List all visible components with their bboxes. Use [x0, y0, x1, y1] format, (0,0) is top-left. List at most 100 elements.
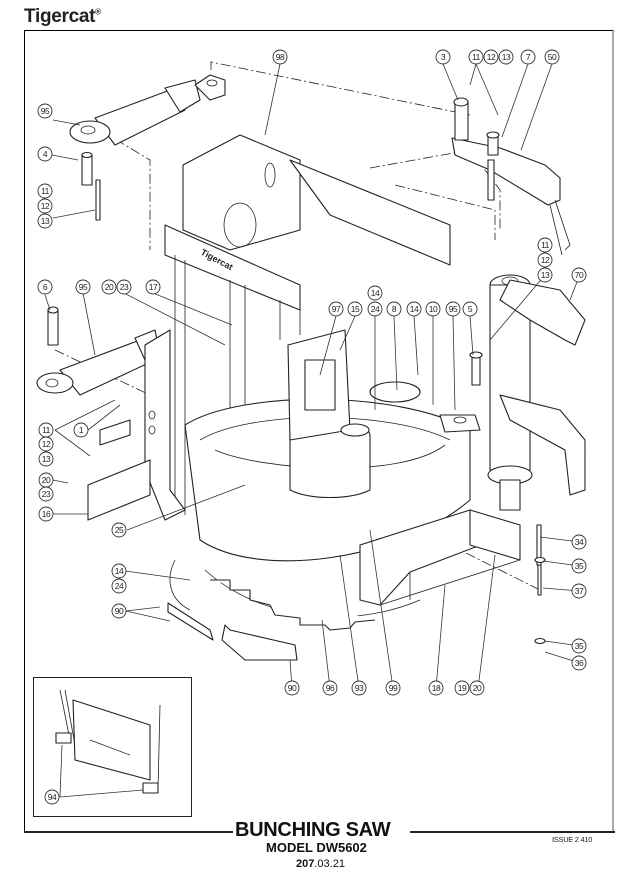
callout-8: 8 [386, 301, 402, 317]
svg-text:37: 37 [575, 586, 584, 596]
svg-text:6: 6 [43, 282, 48, 292]
svg-text:25: 25 [115, 525, 124, 535]
callout-11: 11 [38, 422, 54, 438]
svg-text:10: 10 [429, 304, 438, 314]
side-plate [87, 329, 186, 521]
knives-90 [167, 602, 298, 661]
callout-94: 94 [44, 789, 60, 805]
svg-text:36: 36 [575, 658, 584, 668]
svg-text:98: 98 [276, 52, 285, 62]
svg-text:96: 96 [326, 683, 335, 693]
inset-detail-box [33, 677, 192, 817]
svg-text:90: 90 [115, 606, 124, 616]
callout-14: 14 [367, 285, 383, 301]
callout-6: 6 [37, 279, 53, 295]
callout-36: 36 [571, 655, 587, 671]
svg-text:97: 97 [332, 304, 341, 314]
callout-96: 96 [322, 680, 338, 696]
callout-16: 16 [38, 506, 54, 522]
saw-housing-99 [184, 329, 481, 562]
callout-20: 20 [101, 279, 117, 295]
callout-70: 70 [571, 267, 587, 283]
svg-text:18: 18 [432, 683, 441, 693]
deflector-plate-18 [359, 509, 521, 606]
callout-90: 90 [111, 603, 127, 619]
callout-5: 5 [462, 301, 478, 317]
svg-text:95: 95 [79, 282, 88, 292]
bolt-stack [534, 524, 546, 645]
svg-text:19: 19 [458, 683, 467, 693]
callout-18: 18 [428, 680, 444, 696]
leader-lines [44, 63, 581, 689]
svg-text:95: 95 [449, 304, 458, 314]
svg-text:8: 8 [392, 304, 397, 314]
callout-24: 24 [111, 578, 127, 594]
svg-text:14: 14 [410, 304, 419, 314]
callout-15: 15 [347, 301, 363, 317]
callout-25: 25 [111, 522, 127, 538]
svg-text:11: 11 [42, 425, 51, 435]
callout-12: 12 [483, 49, 499, 65]
callout-95: 95 [75, 279, 91, 295]
callout-11: 11 [537, 237, 553, 253]
svg-text:35: 35 [575, 561, 584, 571]
svg-text:23: 23 [120, 282, 129, 292]
drawing-title: BUNCHING SAW [235, 819, 391, 841]
svg-text:13: 13 [502, 52, 511, 62]
callout-13: 13 [498, 49, 514, 65]
svg-text:93: 93 [355, 683, 364, 693]
callout-11: 11 [468, 49, 484, 65]
inset-detail-drawing [55, 689, 161, 798]
svg-text:24: 24 [371, 304, 380, 314]
svg-text:12: 12 [42, 439, 51, 449]
svg-text:23: 23 [42, 489, 51, 499]
callout-13: 13 [537, 267, 553, 283]
svg-text:20: 20 [473, 683, 482, 693]
callout-14: 14 [111, 563, 127, 579]
svg-text:35: 35 [575, 641, 584, 651]
callout-24: 24 [367, 301, 383, 317]
page-number-section: 207 [296, 858, 315, 870]
svg-text:11: 11 [41, 186, 50, 196]
svg-text:20: 20 [105, 282, 114, 292]
svg-text:16: 16 [42, 509, 51, 519]
callout-37: 37 [571, 583, 587, 599]
svg-text:70: 70 [575, 270, 584, 280]
callout-50: 50 [544, 49, 560, 65]
callout-19: 19 [454, 680, 470, 696]
svg-text:34: 34 [575, 537, 584, 547]
callout-13: 13 [37, 213, 53, 229]
callout-95: 95 [37, 103, 53, 119]
svg-text:12: 12 [41, 201, 50, 211]
callout-7: 7 [520, 49, 536, 65]
svg-text:14: 14 [371, 288, 380, 298]
callout-10: 10 [425, 301, 441, 317]
svg-text:15: 15 [351, 304, 360, 314]
svg-text:14: 14 [115, 566, 124, 576]
issue-label: ISSUE 2 410 [552, 835, 593, 844]
callout-4: 4 [37, 146, 53, 162]
svg-text:50: 50 [548, 52, 557, 62]
svg-text:12: 12 [487, 52, 496, 62]
callout-23: 23 [116, 279, 132, 295]
svg-text:1: 1 [79, 425, 84, 435]
callout-14: 14 [406, 301, 422, 317]
svg-text:95: 95 [41, 106, 50, 116]
model-number: MODEL DW5602 [266, 840, 367, 855]
callout-20: 20 [38, 472, 54, 488]
callout-93: 93 [351, 680, 367, 696]
svg-text:11: 11 [472, 52, 481, 62]
svg-text:11: 11 [541, 240, 550, 250]
callout-97: 97 [328, 301, 344, 317]
callout-98: 98 [272, 49, 288, 65]
hydraulic-cylinder-upper [69, 74, 226, 146]
brand-name: Tigercat [24, 6, 96, 27]
mainframe-98: Tigercat [164, 134, 451, 515]
callout-90: 90 [284, 680, 300, 696]
pin-4 [81, 151, 101, 221]
callout-12: 12 [537, 252, 553, 268]
svg-text:5: 5 [468, 304, 473, 314]
svg-text:4: 4 [43, 149, 48, 159]
svg-text:3: 3 [441, 52, 446, 62]
